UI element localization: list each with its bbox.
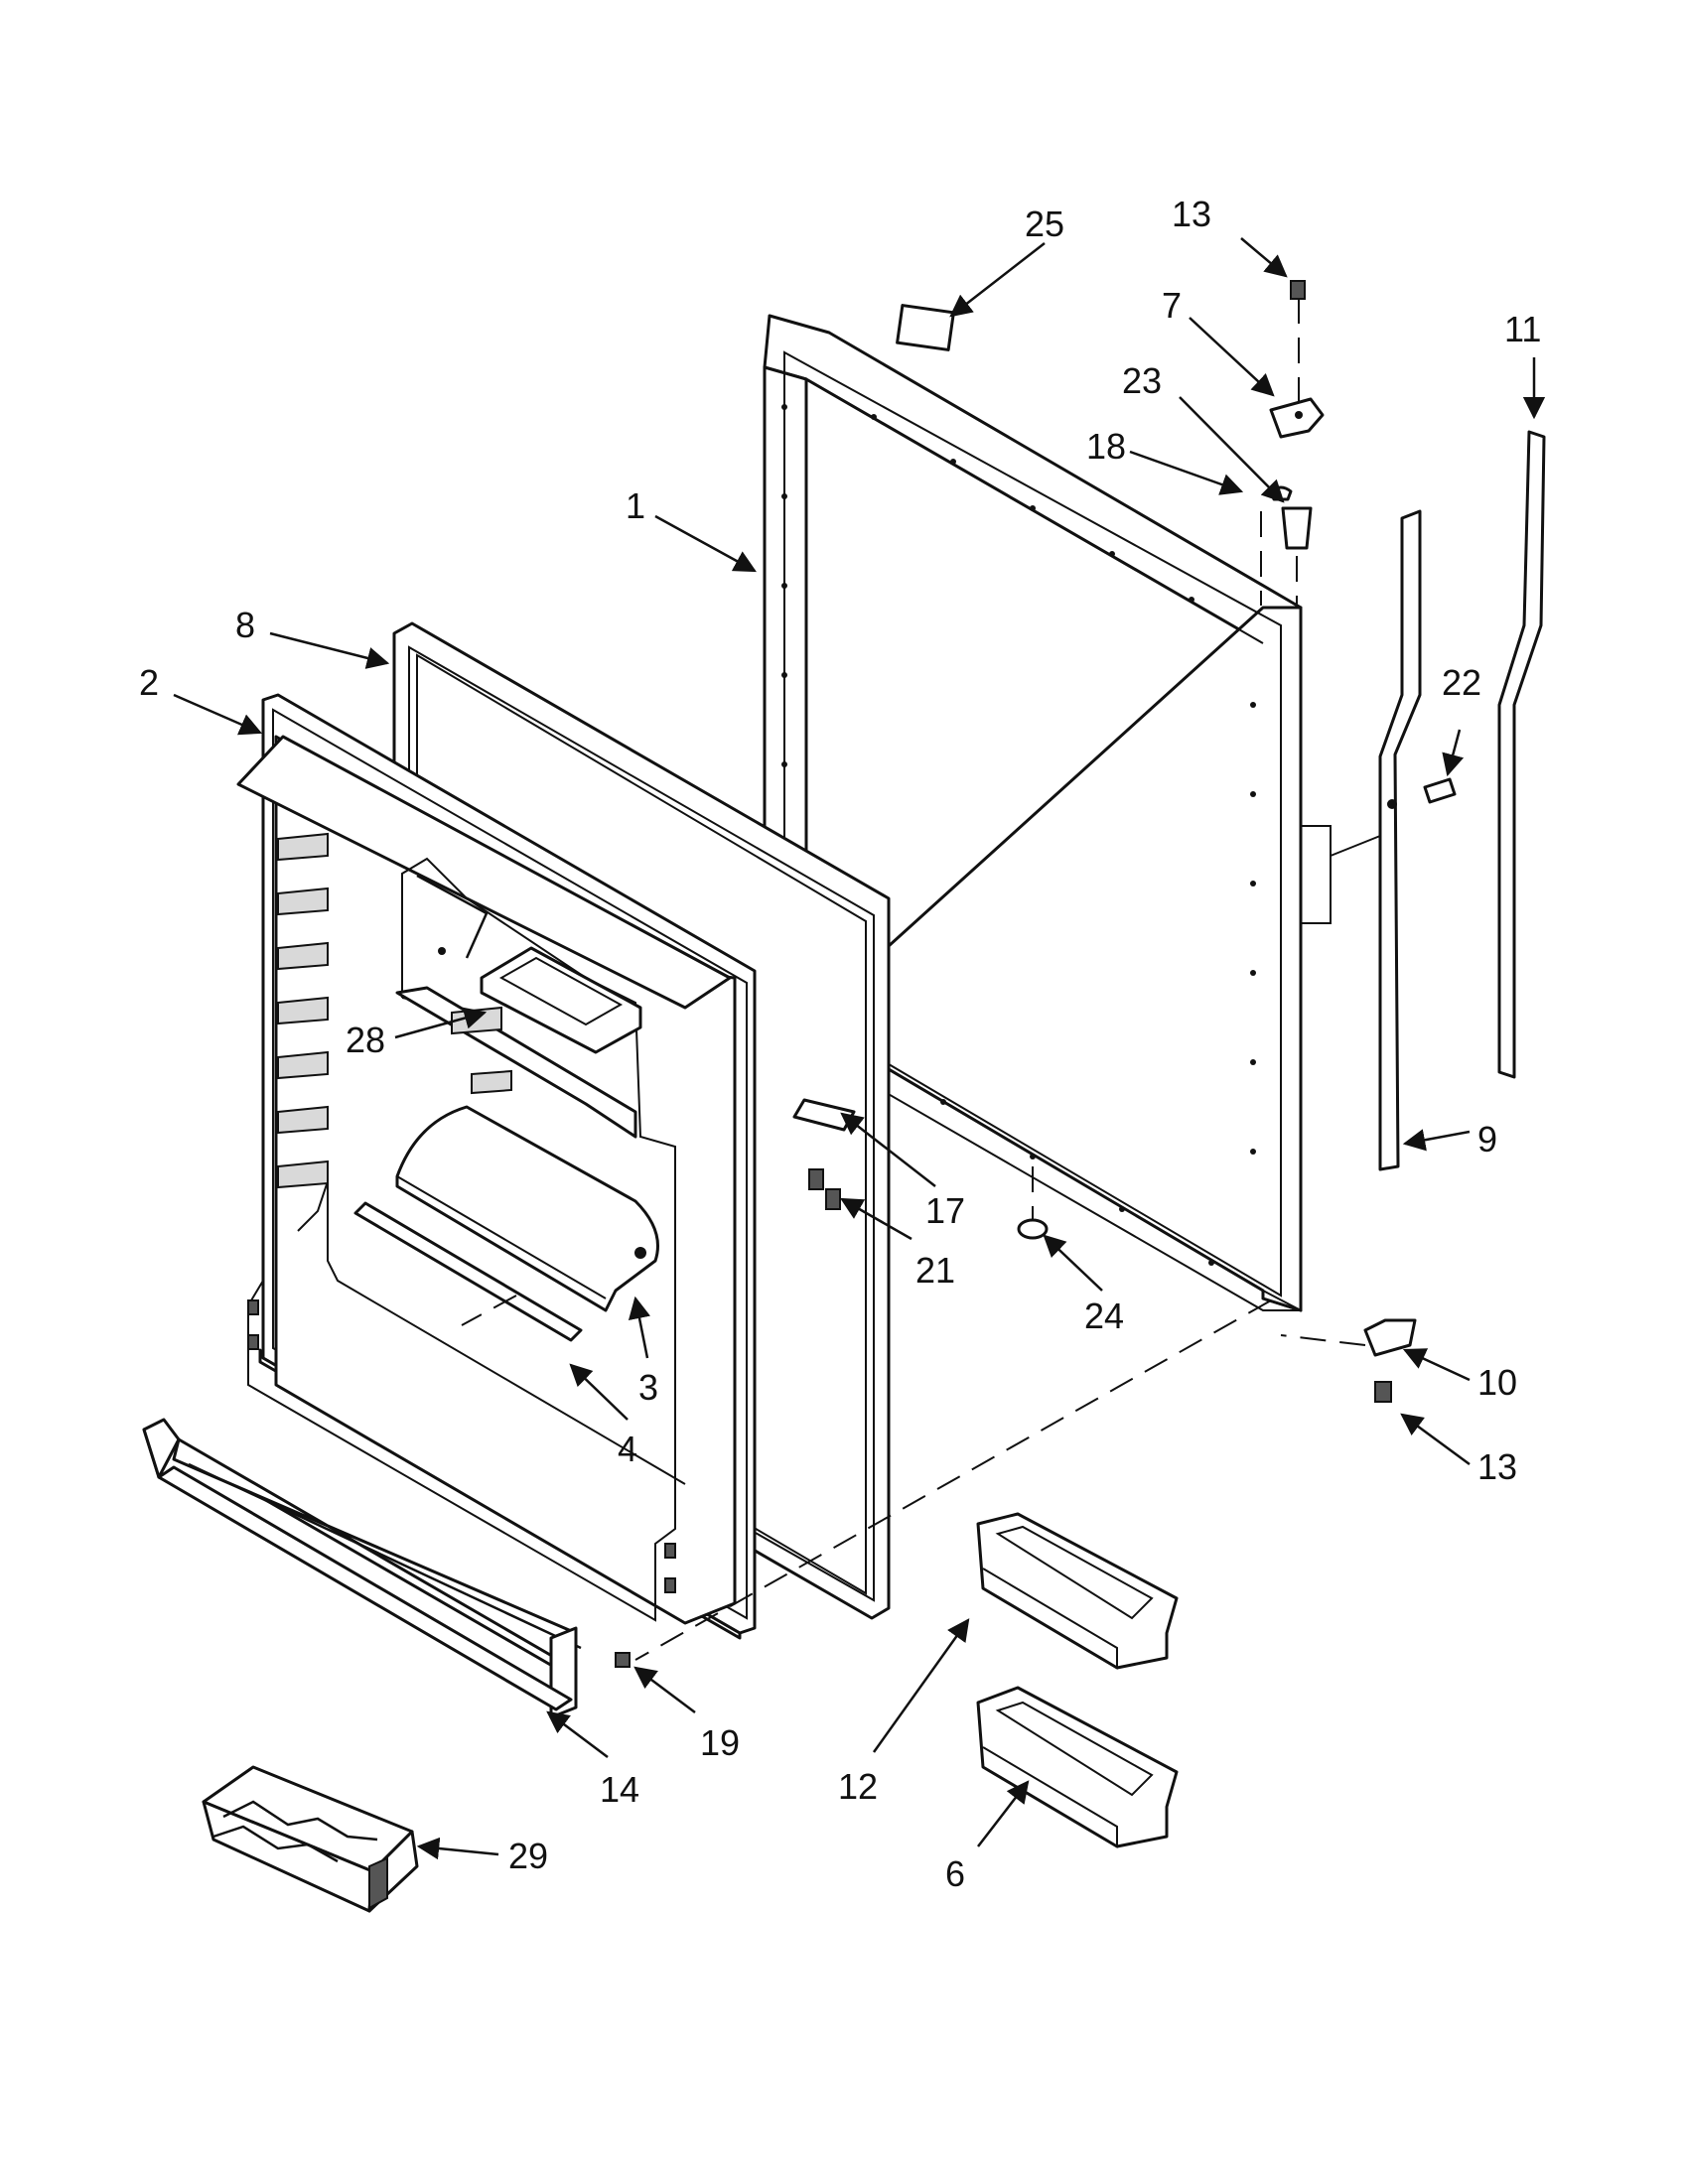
callout-17: 17 [925,1190,965,1231]
callout-2: 2 [139,662,159,703]
callout-leaders [173,237,1546,1860]
callout-24: 24 [1084,1296,1124,1336]
liner-screw [825,1188,841,1210]
butter-compartment-frame [480,946,642,1054]
callout-13-top: 13 [1172,194,1211,234]
callout-7: 7 [1162,285,1182,326]
callout-22: 22 [1442,662,1481,703]
door-bin-upper [976,1512,1179,1670]
callout-8: 8 [235,605,255,645]
callout-23: 23 [1122,360,1162,401]
callout-25: 25 [1025,204,1064,244]
callout-14: 14 [600,1769,639,1810]
hinge-side-trim [1378,509,1422,1171]
liner-bottom-screw [615,1652,631,1668]
callout-10: 10 [1477,1362,1517,1403]
screw-top [1290,280,1306,300]
door-handle [1497,430,1546,1079]
door-stop-grommet [1017,1218,1049,1240]
callout-labels: 25 13 7 23 18 11 1 8 2 22 28 9 17 21 24 … [139,194,1541,1894]
hinge-screw [1423,777,1457,804]
frame-holes [781,404,1256,1266]
hardware [615,280,1457,1668]
hinge-bushing [1281,506,1313,550]
callout-12: 12 [838,1766,878,1807]
callout-28: 28 [346,1020,385,1060]
door-bin-lower [976,1686,1179,1848]
callout-9: 9 [1477,1119,1497,1160]
egg-tray [202,1765,419,1913]
callout-3: 3 [638,1367,658,1408]
callout-19: 19 [700,1722,740,1763]
screw-bottom [1374,1381,1392,1403]
callout-11: 11 [1504,309,1541,349]
bracket-screw [808,1168,824,1190]
trim-strip [353,1201,583,1342]
callout-6: 6 [945,1853,965,1894]
callout-18: 18 [1086,426,1126,467]
bottom-hinge-bracket [1363,1318,1417,1357]
callout-13-bottom: 13 [1477,1446,1517,1487]
door-shelf [142,1418,582,1719]
serial-label-plate [896,304,955,351]
callout-21: 21 [915,1250,955,1291]
assembly-lines [461,298,1366,1661]
callout-4: 4 [618,1429,637,1469]
callout-1: 1 [626,485,645,526]
callout-29: 29 [508,1836,548,1876]
dairy-door [395,1105,659,1312]
